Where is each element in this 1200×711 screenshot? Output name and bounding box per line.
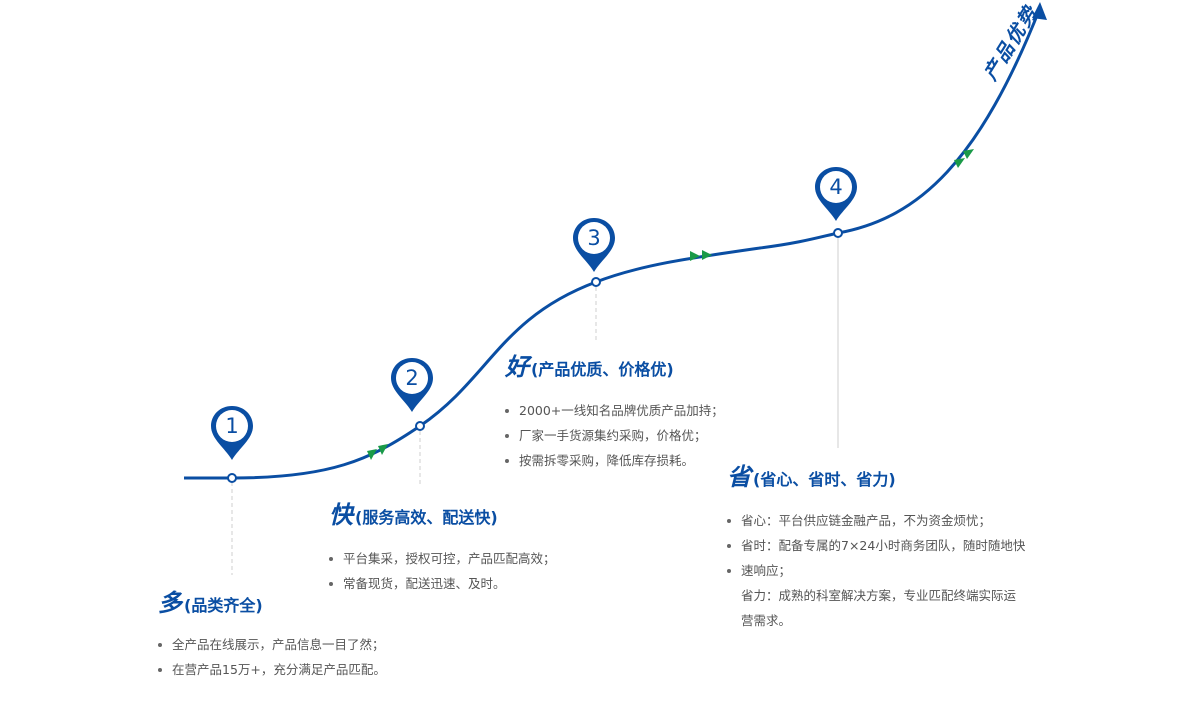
list-item: 厂家一手货源集约采购，价格优；	[505, 423, 724, 448]
feature-keyword-1: 多	[158, 589, 182, 617]
feature-subtitle-3: (产品优质、价格优)	[531, 360, 674, 379]
feature-title-4: 省 (省心、省时、省力)	[727, 457, 1025, 492]
map-pin-icon-4: 4	[813, 165, 859, 223]
feature-subtitle-4: (省心、省时、省力)	[753, 470, 896, 489]
list-item: 省心：平台供应链金融产品，不为资金烦忧；	[727, 508, 1025, 533]
list-item: 在营产品15万+，充分满足产品匹配。	[158, 657, 386, 682]
feature-keyword-4: 省	[727, 463, 751, 491]
feature-title-2: 快 (服务高效、配送快)	[329, 495, 556, 530]
feature-subtitle-2: (服务高效、配送快)	[355, 508, 498, 527]
growth-curve	[184, 7, 1042, 480]
green-arrow-icon	[954, 149, 974, 168]
feature-list-3: 2000+一线知名品牌优质产品加持； 厂家一手货源集约采购，价格优； 按需拆零采…	[505, 398, 724, 473]
feature-list-4: 省心：平台供应链金融产品，不为资金烦忧； 省时：配备专属的7×24小时商务团队，…	[727, 508, 1025, 633]
feature-block-1: 多 (品类齐全) 全产品在线展示，产品信息一目了然； 在营产品15万+，充分满足…	[158, 583, 386, 682]
map-pin-icon-1: 1	[209, 404, 255, 462]
list-item: 营需求。	[741, 613, 792, 628]
list-item: 按需拆零采购，降低库存损耗。	[505, 448, 724, 473]
feature-block-4: 省 (省心、省时、省力) 省心：平台供应链金融产品，不为资金烦忧； 省时：配备专…	[727, 457, 1025, 633]
feature-title-3: 好 (产品优质、价格优)	[505, 347, 724, 382]
node-4	[833, 228, 843, 238]
list-item: 平台集采，授权可控，产品匹配高效；	[329, 546, 556, 571]
feature-block-2: 快 (服务高效、配送快) 平台集采，授权可控，产品匹配高效； 常备现货，配送迅速…	[329, 495, 556, 596]
step-number-3: 3	[587, 226, 601, 250]
feature-block-3: 好 (产品优质、价格优) 2000+一线知名品牌优质产品加持； 厂家一手货源集约…	[505, 347, 724, 473]
list-item: 全产品在线展示，产品信息一目了然；	[158, 632, 386, 657]
green-arrow-icon	[690, 250, 712, 261]
green-arrow-icon	[367, 444, 388, 460]
feature-keyword-3: 好	[505, 353, 529, 381]
step-number-1: 1	[225, 414, 239, 438]
map-pin-icon-3: 3	[571, 216, 617, 274]
feature-list-2: 平台集采，授权可控，产品匹配高效； 常备现货，配送迅速、及时。	[329, 546, 556, 596]
feature-title-1: 多 (品类齐全)	[158, 583, 386, 618]
list-item: 省力：成熟的科室解决方案，专业匹配终端实际运	[741, 588, 1017, 603]
list-item: 常备现货，配送迅速、及时。	[329, 571, 556, 596]
step-number-4: 4	[829, 175, 843, 199]
feature-subtitle-1: (品类齐全)	[184, 596, 263, 615]
feature-list-1: 全产品在线展示，产品信息一目了然； 在营产品15万+，充分满足产品匹配。	[158, 632, 386, 682]
step-number-2: 2	[405, 366, 419, 390]
list-item: 速响应；	[727, 558, 1025, 583]
arrowhead-icon	[1032, 2, 1047, 20]
node-2	[415, 421, 425, 431]
map-pin-icon-2: 2	[389, 356, 435, 414]
node-3	[591, 277, 601, 287]
node-1	[227, 473, 237, 483]
list-item: 省时：配备专属的7×24小时商务团队，随时随地快	[727, 533, 1025, 558]
list-item: 2000+一线知名品牌优质产品加持；	[505, 398, 724, 423]
feature-keyword-2: 快	[329, 501, 353, 529]
